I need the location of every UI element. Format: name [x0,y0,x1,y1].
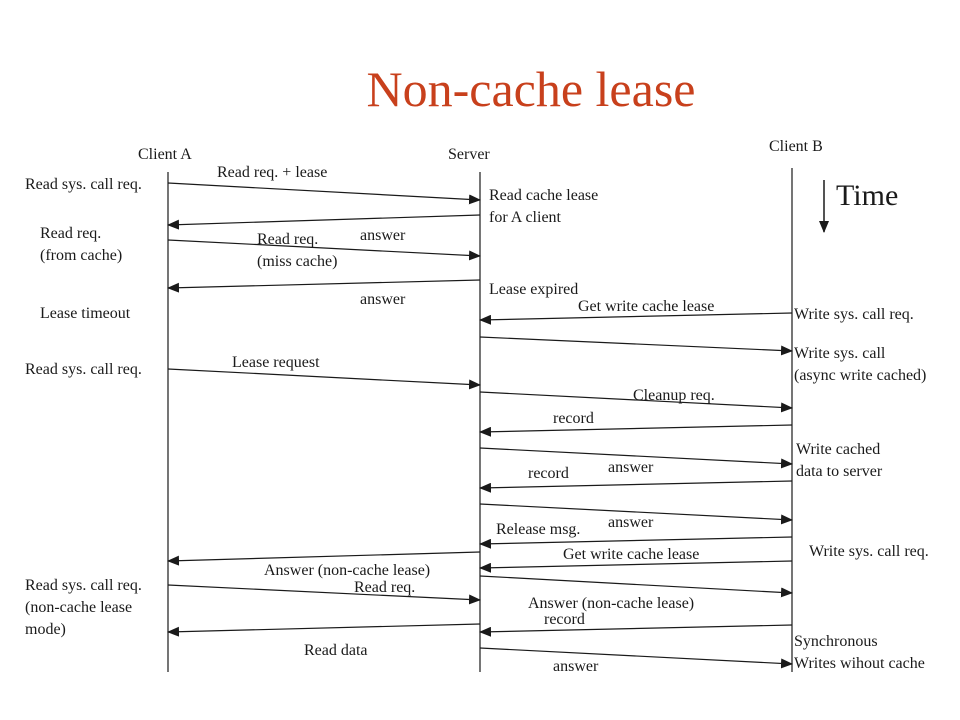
message-label: answer [360,291,406,308]
message-label: answer [553,658,599,675]
slide-title: Non-cache lease [367,61,696,117]
client-a-note: Read sys. call req. (non-cache lease mode) [25,577,142,638]
participant-client-a: Client A [138,146,192,163]
client-a-note-line: Read sys. call req. [25,361,142,378]
message-arrow [479,447,793,469]
client-b-note: Write sys. call (async write cached) [794,345,926,384]
message-arrow [167,214,481,230]
time-label: Time [836,179,898,212]
message-label-line: Get write cache lease [578,298,714,315]
message-label: Answer (non-cache lease) [264,562,430,579]
client-b-note: Write sys. call req. [809,543,929,560]
message-label-line: Get write cache lease [563,546,699,563]
message-label-line: Answer (non-cache lease) [264,562,430,579]
client-b-note-line: Write sys. call [794,345,886,362]
message-label-line: Read req. [354,579,415,596]
message-label-line: answer [608,459,654,476]
message-arrow [479,336,793,356]
server-note: Lease expired [489,281,578,298]
message-label: record [553,410,594,427]
message-arrow [479,480,793,493]
client-a-note: Read sys. call req. [25,176,142,193]
message-label: Get write cache lease [578,298,714,315]
client-b-note-line: Writes wihout cache [794,655,925,672]
client-b-note-line: Write cached [796,441,880,458]
client-b-note-line: Write sys. call req. [794,306,914,323]
client-a-note-line: Lease timeout [40,305,131,322]
server-note-line: Lease expired [489,281,578,298]
message-label-line: record [528,465,569,482]
client-a-note-line: Read req. [40,225,101,242]
client-b-note-line: (async write cached) [794,367,926,384]
client-b-note-line: Write sys. call req. [809,543,929,560]
message-label-line: answer [360,291,406,308]
client-a-note-line: mode) [25,621,66,638]
participant-server: Server [448,146,490,163]
message-label-line: record [544,611,585,628]
server-note: Read cache lease for A client [489,187,598,226]
message-label: answer [360,227,406,244]
message-label: answer [608,514,654,531]
message-arrow [167,239,481,261]
message-label-line: Answer (non-cache lease) [528,595,694,612]
message-arrow [167,279,481,293]
message-arrow [167,368,481,390]
client-a-note-line: Read sys. call req. [25,577,142,594]
message-label: Read req. + lease [217,164,327,181]
message-arrow [167,551,481,566]
message-label-line: (miss cache) [257,253,337,270]
message-label-line: record [553,410,594,427]
message-label: Cleanup req. [633,387,715,404]
message-arrow [167,182,481,205]
client-a-note-line: (non-cache lease [25,599,132,616]
message-arrow [479,312,793,325]
client-b-note-line: Synchronous [794,633,878,650]
message-label: Read req. [354,579,415,596]
message-label: record [544,611,585,628]
message-label: answer [608,459,654,476]
message-label-line: Read req. + lease [217,164,327,181]
message-arrow [479,560,793,573]
message-arrow [479,624,793,637]
server-note-line: Read cache lease [489,187,598,204]
client-a-note-line: (from cache) [40,247,122,264]
client-b-note: Write sys. call req. [794,306,914,323]
client-b-note-line: data to server [796,463,883,480]
client-a-note: Lease timeout [40,305,131,322]
message-label-line: Read req. [257,231,318,248]
server-note-line: for A client [489,209,562,226]
message-label-line: Release msg. [496,521,580,538]
participant-client-b: Client B [769,138,823,155]
message-label: record [528,465,569,482]
message-label-line: Cleanup req. [633,387,715,404]
client-a-note-line: Read sys. call req. [25,176,142,193]
message-arrow [479,647,793,669]
message-label: Answer (non-cache lease) [528,595,694,612]
message-arrow [479,503,793,525]
message-label-line: answer [553,658,599,675]
message-label: Lease request [232,354,320,371]
message-label-line: answer [360,227,406,244]
message-label: Read req. (miss cache) [257,231,337,270]
notes-group: Read sys. call req. Read req. (from cache)… [25,176,929,672]
client-b-note: Write cached data to server [796,441,883,480]
message-label-line: Read data [304,642,368,659]
message-arrow [167,623,481,637]
message-label: Read data [304,642,368,659]
message-label-line: Lease request [232,354,320,371]
message-arrow [479,575,793,598]
message-arrow [479,536,793,549]
message-arrow [167,584,481,605]
message-label: Release msg. [496,521,580,538]
message-arrow [479,424,793,437]
message-arrow [479,391,793,413]
client-a-note: Read req. (from cache) [40,225,122,264]
message-label-line: answer [608,514,654,531]
client-a-note: Read sys. call req. [25,361,142,378]
message-label: Get write cache lease [563,546,699,563]
